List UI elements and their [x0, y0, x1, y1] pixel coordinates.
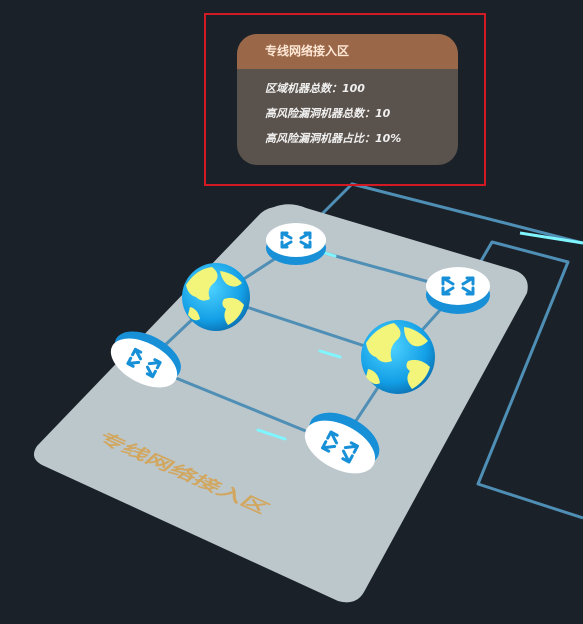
total-machines-label: 区域机器总数： — [265, 82, 342, 95]
zone-info-body: 区域机器总数：100 高风险漏洞机器总数：10 高风险漏洞机器占比：10% — [237, 69, 458, 156]
zone-info-card: 专线网络接入区 区域机器总数：100 高风险漏洞机器总数：10 高风险漏洞机器占… — [237, 34, 458, 165]
high-risk-ratio-row: 高风险漏洞机器占比：10% — [265, 131, 458, 156]
total-machines-row: 区域机器总数：100 — [265, 81, 458, 106]
router-icon[interactable] — [266, 223, 326, 265]
total-machines-value: 100 — [342, 82, 365, 95]
high-risk-machines-label: 高风险漏洞机器总数： — [265, 107, 375, 120]
link-glow-3 — [256, 428, 287, 441]
link-glow-2 — [318, 349, 342, 359]
high-risk-ratio-value: 10% — [375, 132, 402, 145]
external-link-right — [468, 240, 583, 520]
high-risk-ratio-label: 高风险漏洞机器占比： — [265, 132, 375, 145]
selection-highlight-box — [204, 13, 486, 186]
router-icon[interactable] — [103, 321, 189, 397]
zone-info-title: 专线网络接入区 — [237, 34, 458, 69]
router-icon[interactable] — [296, 402, 388, 484]
router-icon[interactable] — [426, 267, 490, 314]
globe-icon[interactable] — [182, 263, 250, 331]
platform — [33, 204, 528, 603]
globe-icon[interactable] — [361, 320, 435, 394]
high-risk-machines-value: 10 — [375, 107, 391, 120]
external-link-glow — [519, 231, 583, 245]
high-risk-machines-row: 高风险漏洞机器总数：10 — [265, 106, 458, 131]
platform-slab — [33, 204, 528, 603]
